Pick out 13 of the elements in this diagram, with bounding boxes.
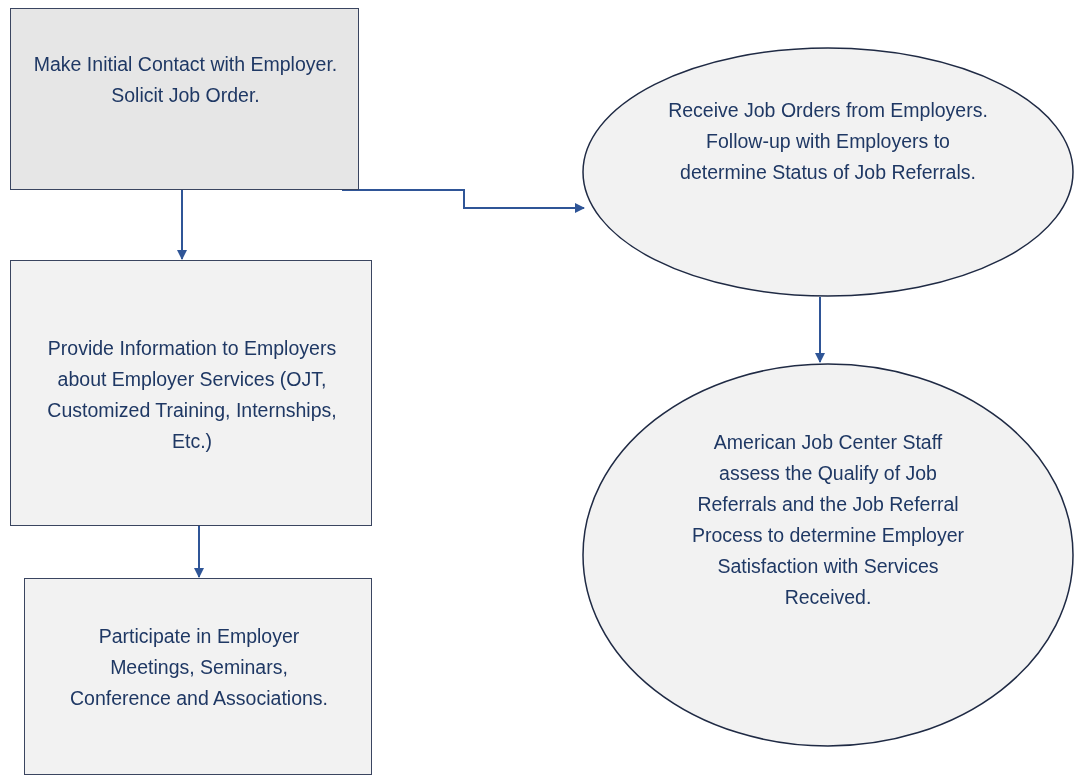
node-text: Participate in Employer Meetings, Seminars, Conference and Associations. [69,624,329,711]
node-text: American Job Center Staff assess the Qualify of Job Referrals and the Job Referral Process to determine Employer Satisfaction with Services Received. [691,430,965,610]
arrow [815,296,825,363]
process-box [10,260,372,526]
arrow [194,525,204,578]
process-ellipse [582,363,1074,747]
node-text: Provide Information to Employers about Employer Services (OJT, Customized Training, Internships, Etc.) [46,336,338,454]
process-ellipse [582,47,1074,297]
node-text: Make Initial Contact with Employer. Solicit Job Order. [32,52,339,108]
process-box [10,8,359,190]
process-box [24,578,372,775]
arrow [177,189,187,260]
node-text: Receive Job Orders from Employers. Follow-up with Employers to determine Status of Job Referrals. [667,98,989,185]
